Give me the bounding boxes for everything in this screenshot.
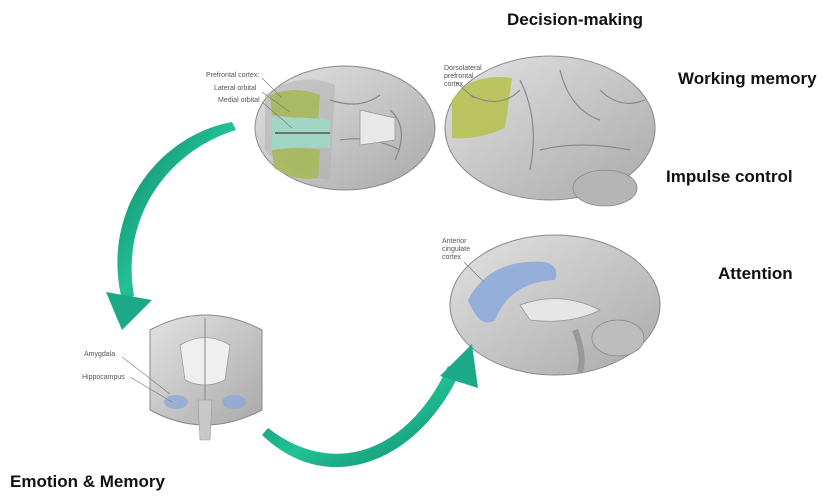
acc-label-line3: cortex: [442, 254, 462, 261]
acc-label-line1: Anterior: [442, 238, 467, 245]
lateral-brain-image: Dorsolateral prefrontal cortex: [444, 55, 656, 207]
emotion-memory-label: Emotion & Memory: [10, 472, 165, 491]
attention-label: Attention: [718, 264, 793, 283]
lateral-orbital-region-lower: [272, 148, 320, 179]
decision-making-label: Decision-making: [507, 10, 644, 29]
impulse-control-label: Impulse control: [666, 167, 793, 186]
medial-orbital-label: Medial orbital: [218, 97, 260, 104]
amygdala-region: [164, 395, 188, 409]
acc-label-line2: cingulate: [442, 246, 470, 253]
arrow-coronal-to-medial: [262, 344, 478, 468]
acc-region: [468, 261, 557, 323]
ventral-brain-image: Prefrontal cortex: Lateral orbital Media…: [206, 65, 436, 191]
prefrontal-cortex-label: Prefrontal cortex:: [206, 72, 259, 79]
arrow-prefrontal-to-coronal: [106, 122, 236, 330]
dlpfc-label-line1: Dorsolateral: [444, 65, 482, 72]
amygdala-region-right: [222, 395, 246, 409]
working-memory-label: Working memory: [678, 69, 817, 88]
coronal-brain-image: Amygdala Hippocampus: [82, 314, 263, 441]
medial-brain-image: Anterior cingulate cortex: [442, 234, 661, 376]
hippocampus-label: Hippocampus: [82, 374, 125, 381]
amygdala-label: Amygdala: [84, 351, 115, 358]
dlpfc-region: [452, 76, 512, 139]
lateral-orbital-region: [270, 90, 320, 120]
dlpfc-label-line2: prefrontal: [444, 73, 474, 80]
lateral-orbital-label: Lateral orbital: [214, 85, 257, 92]
dlpfc-label-line3: cortex: [444, 81, 464, 88]
